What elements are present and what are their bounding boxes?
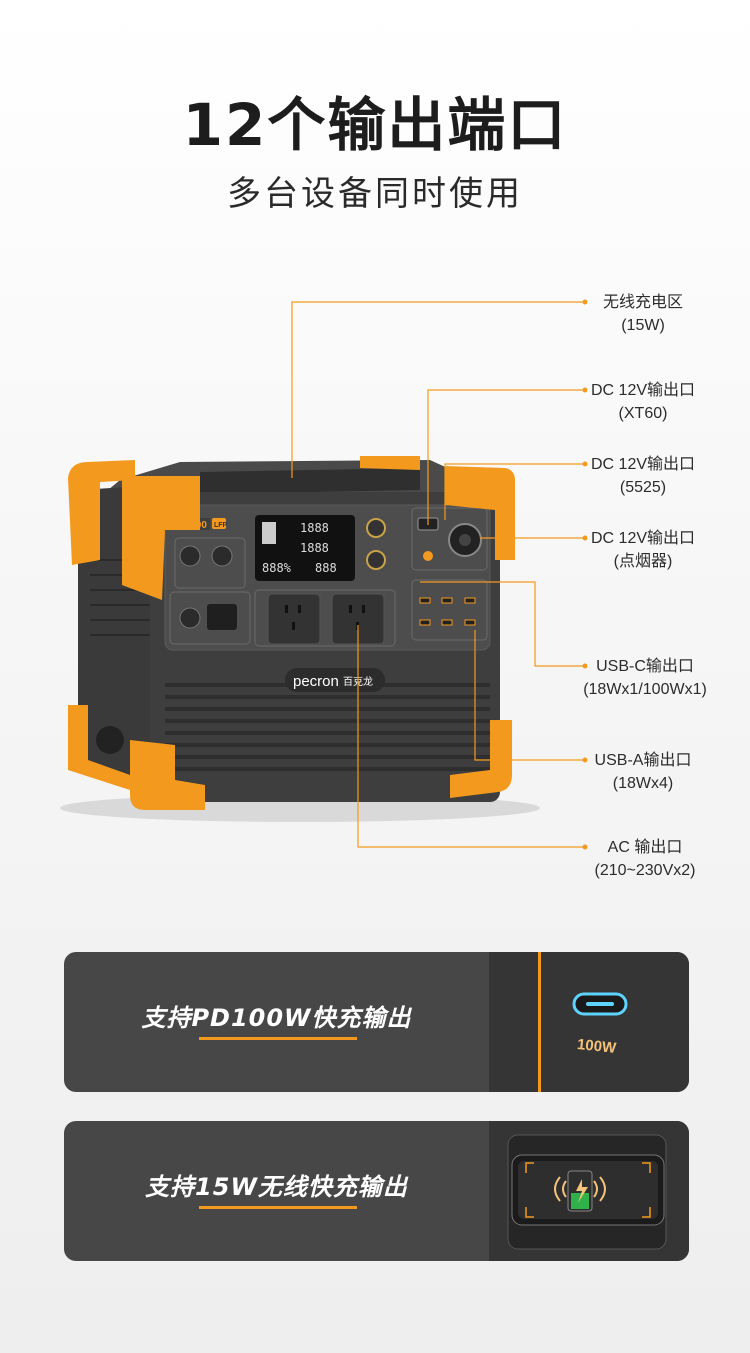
- lightning-bolt-icon: [576, 1179, 588, 1203]
- callout-wireless-charging: 无线充电区 (15W): [583, 291, 703, 337]
- banner-image-panel: [489, 952, 689, 1092]
- callout-leader-lines: [291, 299, 588, 850]
- callout-ac: AC 输出口 (210~230Vx2): [575, 836, 715, 882]
- banner-wireless-text: 支持15W无线快充输出: [145, 1173, 408, 1201]
- wireless-pad-illustration: [507, 1134, 667, 1250]
- callout-label: DC 12V输出口: [590, 530, 696, 547]
- callout-detail: (点烟器): [613, 553, 673, 570]
- callout-label: AC 输出口: [607, 839, 683, 856]
- callout-dc-5525: DC 12V输出口 (5525): [578, 453, 708, 499]
- callout-detail: (18Wx1/100Wx1): [583, 681, 707, 698]
- callout-detail: (210~230Vx2): [594, 862, 696, 879]
- banner-wireless-charge: 支持15W无线快充输出: [64, 1121, 689, 1261]
- svg-text:888%: 888%: [262, 561, 292, 575]
- callout-dc-cigarette: DC 12V输出口 (点烟器): [578, 527, 708, 573]
- svg-text:888: 888: [315, 561, 337, 575]
- callout-label: USB-A输出口: [594, 752, 692, 769]
- banner-underline: [199, 1206, 357, 1209]
- callout-label: DC 12V输出口: [590, 382, 696, 399]
- callout-detail: (15W): [621, 317, 665, 334]
- power-station-illustration: E1500 LFP 1888 1888 888% 888 pecron 百克: [60, 456, 540, 822]
- banner-underline: [199, 1037, 357, 1040]
- banner-pd-fast-charge: 支持PD100W快充输出 100W: [64, 952, 689, 1092]
- callout-usb-c: USB-C输出口 (18Wx1/100Wx1): [570, 655, 720, 701]
- callout-usb-a: USB-A输出口 (18Wx4): [583, 749, 703, 795]
- callout-dc-xt60: DC 12V输出口 (XT60): [578, 379, 708, 425]
- page-title: 12个输出端口: [182, 91, 568, 159]
- callout-detail: (XT60): [618, 405, 668, 422]
- usb-c-port-icon: [572, 992, 628, 1016]
- page-subtitle: 多台设备同时使用: [227, 174, 523, 214]
- callout-label: DC 12V输出口: [590, 456, 696, 473]
- wireless-signal-icon: [554, 1176, 606, 1202]
- svg-text:1888: 1888: [300, 521, 329, 535]
- banner-divider-line: [538, 952, 541, 1092]
- callout-detail: (18Wx4): [612, 775, 674, 792]
- brand-logo: pecron: [293, 673, 339, 690]
- callout-detail: (5525): [619, 479, 667, 496]
- model-suffix-text: LFP: [214, 522, 228, 529]
- callout-label: 无线充电区: [602, 294, 683, 311]
- callout-label: USB-C输出口: [596, 658, 694, 675]
- svg-text:1888: 1888: [300, 541, 329, 555]
- banner-pd-text: 支持PD100W快充输出: [141, 1004, 412, 1032]
